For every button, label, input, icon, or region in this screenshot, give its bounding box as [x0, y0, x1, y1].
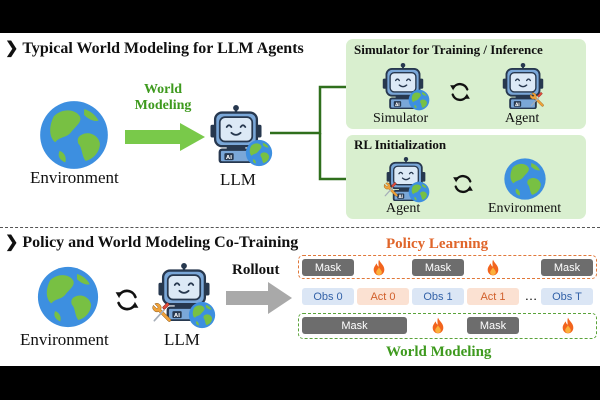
wrench-screwdriver-icon	[528, 91, 546, 109]
environment-label: Environment	[488, 201, 562, 216]
policy-row-box	[298, 255, 597, 279]
world-modeling-label: World Modeling	[132, 82, 194, 114]
section-divider	[0, 227, 600, 228]
rollout-label: Rollout	[232, 262, 280, 278]
section-title-cotraining: Policy and World Modeling Co-Training	[22, 234, 299, 251]
section-title-typical: Typical World Modeling for LLM Agents	[22, 40, 304, 57]
mask-cell: Mask	[302, 317, 407, 334]
mask-cell: Mask	[412, 259, 464, 276]
globe-icon	[38, 99, 110, 171]
chevron-right-icon: ❯	[5, 40, 19, 57]
flame-icon	[486, 259, 500, 276]
flame-icon	[372, 259, 386, 276]
wrench-screwdriver-icon	[150, 301, 174, 325]
globe-icon	[36, 265, 100, 329]
world-modeling-line1: World	[143, 82, 183, 97]
world-row-box	[298, 313, 597, 339]
section-top: ❯ Typical World Modeling for LLM Agents	[5, 38, 304, 58]
globe-icon	[245, 139, 273, 167]
llm-label: LLM	[220, 170, 256, 189]
obs-cell: Obs 1	[412, 288, 464, 305]
diagram-canvas: ❯ Typical World Modeling for LLM Agents …	[0, 33, 600, 366]
arrow-right-icon	[125, 123, 205, 151]
obs-cell: Obs T	[541, 288, 593, 305]
environment-label: Environment	[30, 168, 119, 187]
chevron-right-icon: ❯	[5, 234, 19, 251]
section-bottom: ❯ Policy and World Modeling Co-Training	[5, 232, 298, 252]
llm-label: LLM	[164, 330, 200, 349]
wrench-screwdriver-icon	[382, 181, 400, 199]
mask-cell: Mask	[302, 259, 354, 276]
flame-icon	[561, 317, 575, 334]
simulator-label: Simulator	[373, 111, 429, 126]
world-modeling-bottom-label: World Modeling	[386, 344, 492, 360]
refresh-cycle-icon	[112, 285, 142, 315]
act-cell: Act 1	[467, 288, 519, 305]
globe-icon	[503, 157, 547, 201]
rl-panel-title: RL Initialization	[354, 137, 447, 152]
mask-cell: Mask	[541, 259, 593, 276]
arrow-right-icon	[226, 282, 292, 314]
agent-label: Agent	[386, 201, 421, 216]
mask-cell: Mask	[467, 317, 519, 334]
simulator-panel-title: Simulator for Training / Inference	[354, 42, 543, 57]
environment-label: Environment	[20, 330, 109, 349]
globe-icon	[408, 89, 430, 111]
act-cell: Act 0	[357, 288, 409, 305]
obs-cell: Obs 0	[302, 288, 354, 305]
globe-icon	[408, 181, 430, 203]
refresh-cycle-icon	[447, 79, 473, 105]
refresh-cycle-icon	[450, 171, 476, 197]
world-modeling-line2: Modeling	[134, 98, 192, 113]
policy-learning-label: Policy Learning	[386, 236, 489, 252]
agent-label: Agent	[505, 111, 540, 126]
flame-icon	[431, 317, 445, 334]
ellipsis-cell: …	[524, 288, 538, 303]
globe-icon	[188, 301, 216, 329]
